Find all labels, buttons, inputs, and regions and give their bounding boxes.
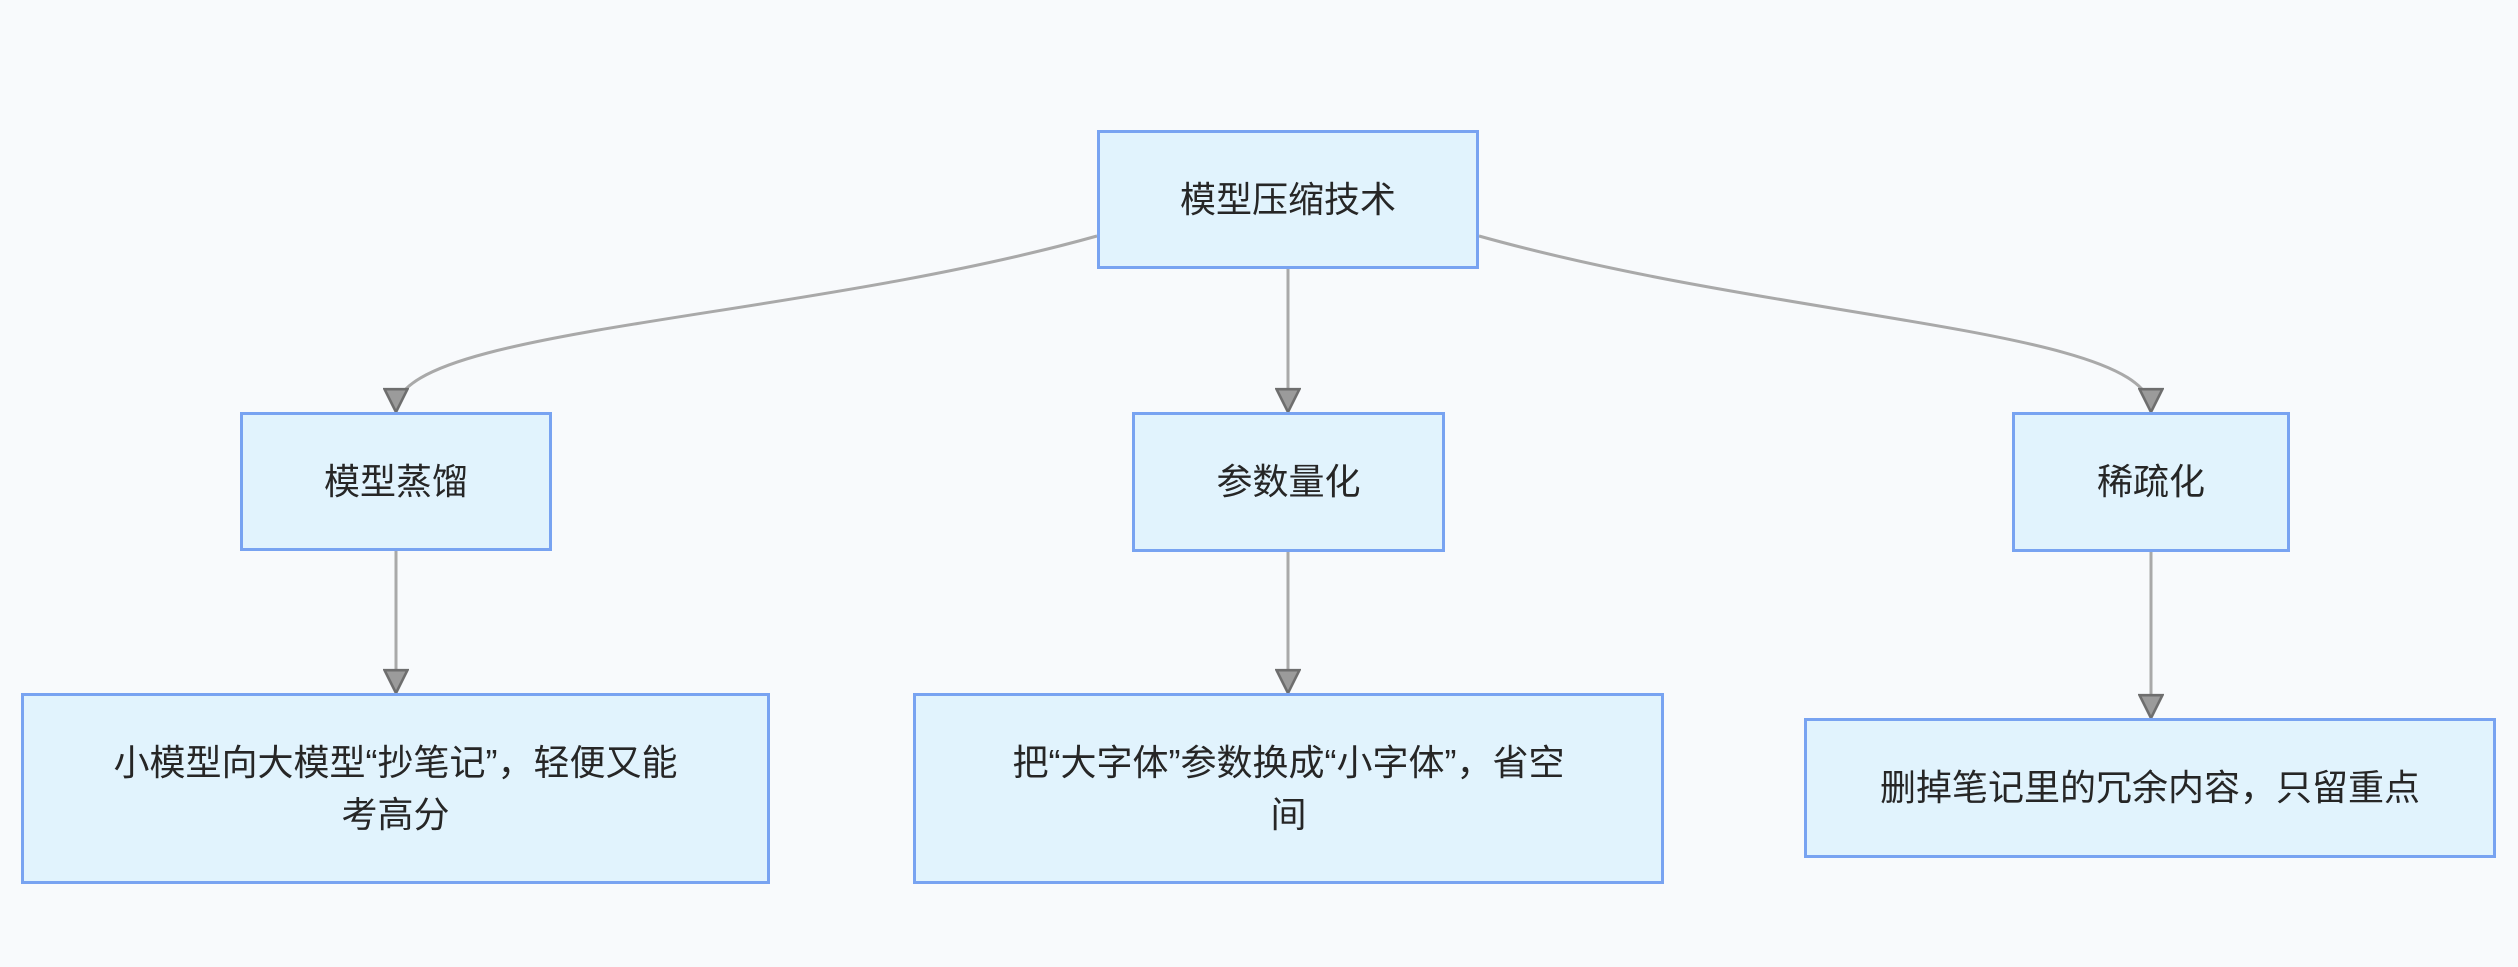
node-distillation-description: 小模型向大模型“抄笔记”，轻便又能 考高分 (21, 693, 770, 884)
node-label: 稀疏化 (2096, 461, 2205, 502)
description-line: 删掉笔记里的冗余内容，只留重点 (1879, 767, 2420, 808)
node-quantization-description: 把“大字体”参数换成“小字体”，省空 间 (913, 693, 1664, 884)
description-line: 小模型向大模型“抄笔记”，轻便又能 (113, 741, 678, 783)
node-sparsification: 稀疏化 (2012, 412, 2290, 552)
node-label: 参数量化 (1216, 461, 1361, 502)
node-sparsification-description: 删掉笔记里的冗余内容，只留重点 (1804, 718, 2496, 858)
node-quantization: 参数量化 (1132, 412, 1445, 552)
description-line: 间 (1270, 793, 1307, 835)
node-label: 模型压缩技术 (1179, 178, 1396, 220)
edge-root-to-sparsification (1478, 234, 2151, 410)
node-label: 模型蒸馏 (323, 460, 468, 502)
edge-root-to-distillation (396, 234, 1098, 410)
node-distillation: 模型蒸馏 (240, 412, 552, 551)
description-line: 把“大字体”参数换成“小字体”，省空 (1012, 741, 1565, 783)
node-root: 模型压缩技术 (1097, 130, 1479, 269)
description-line: 考高分 (341, 793, 450, 835)
